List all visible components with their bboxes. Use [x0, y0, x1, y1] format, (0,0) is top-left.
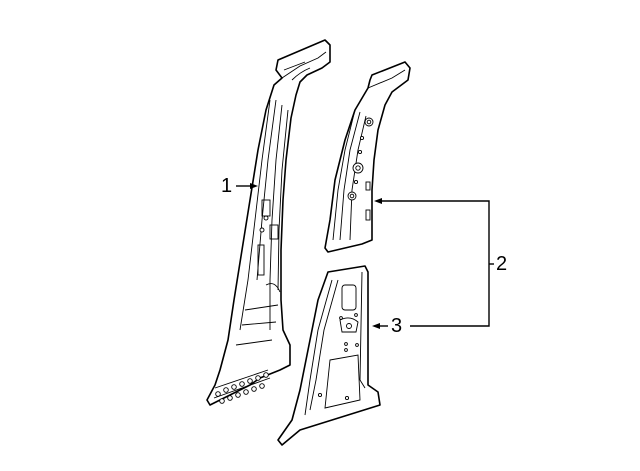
- leader-lines: [236, 183, 494, 329]
- bolt-holes: [215, 215, 269, 404]
- part-3-lower-reinforcement: [277, 265, 381, 446]
- callout-3: 3: [391, 315, 403, 337]
- part-1-center-pillar: [206, 39, 331, 406]
- callout-2: 2: [496, 253, 508, 275]
- part-2-upper-reinforcement: [324, 61, 411, 253]
- callout-1: 1: [221, 175, 233, 197]
